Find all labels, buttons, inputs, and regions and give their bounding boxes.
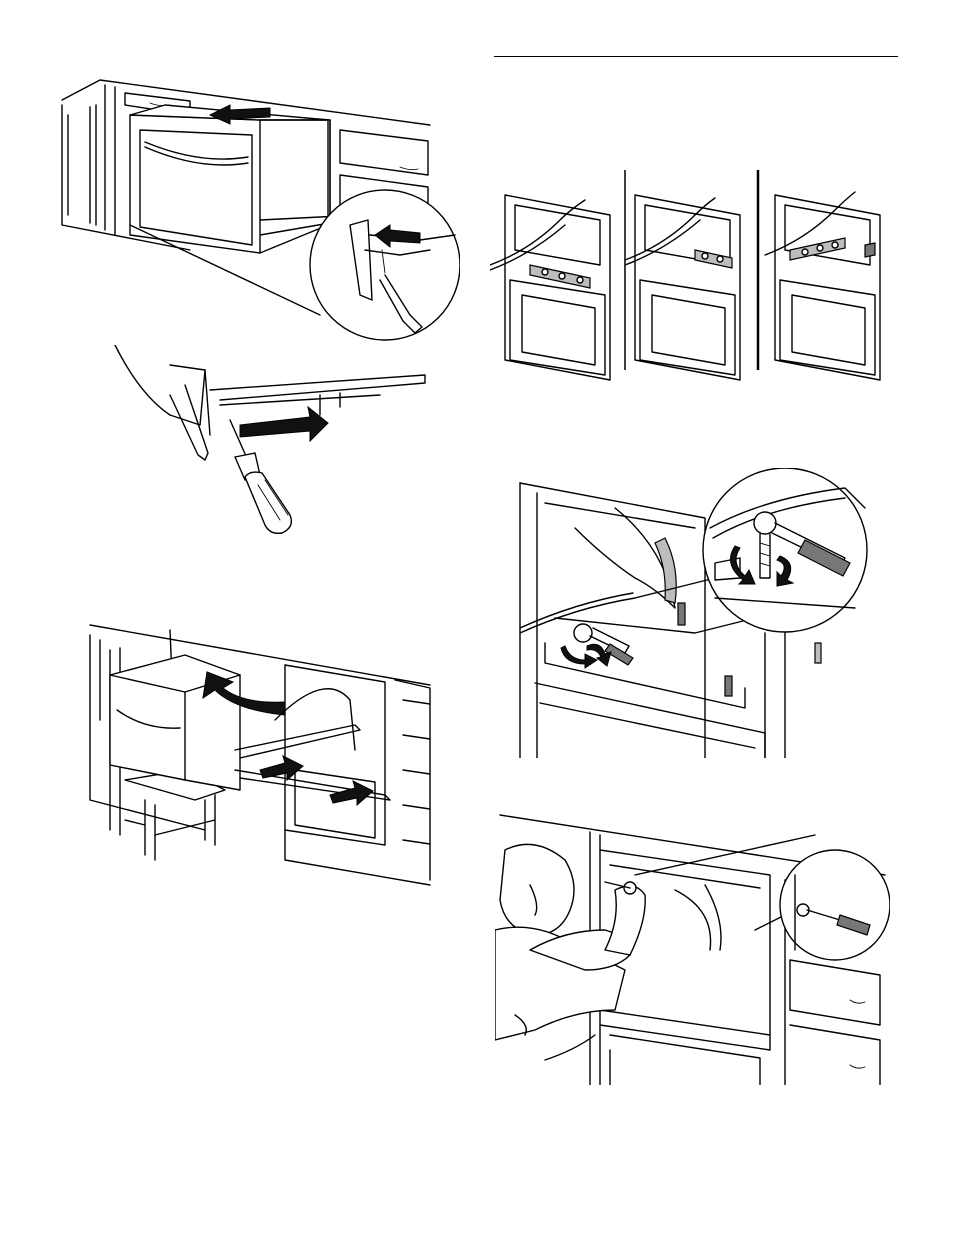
figure-lift-tub [85, 620, 435, 890]
person-screwdriver-illustration [495, 810, 890, 1085]
three-panel-bracket-illustration [490, 170, 890, 390]
figure-tighten-screws [515, 468, 875, 758]
bracket-panel-b [625, 195, 740, 380]
figure-bracket-positions [490, 170, 890, 390]
figure-remove-drawer [60, 75, 460, 350]
drawer-pull-out-illustration [60, 75, 460, 350]
tub-lift-illustration [85, 620, 435, 890]
figure-install-screw [495, 810, 890, 1085]
bracket-panel-c [765, 192, 880, 380]
bracket-panel-a [490, 195, 610, 380]
wrench-rotate-illustration [515, 468, 875, 758]
section-divider [494, 56, 898, 57]
screwdriver-lever-illustration [110, 345, 430, 535]
figure-release-lever [110, 345, 430, 535]
